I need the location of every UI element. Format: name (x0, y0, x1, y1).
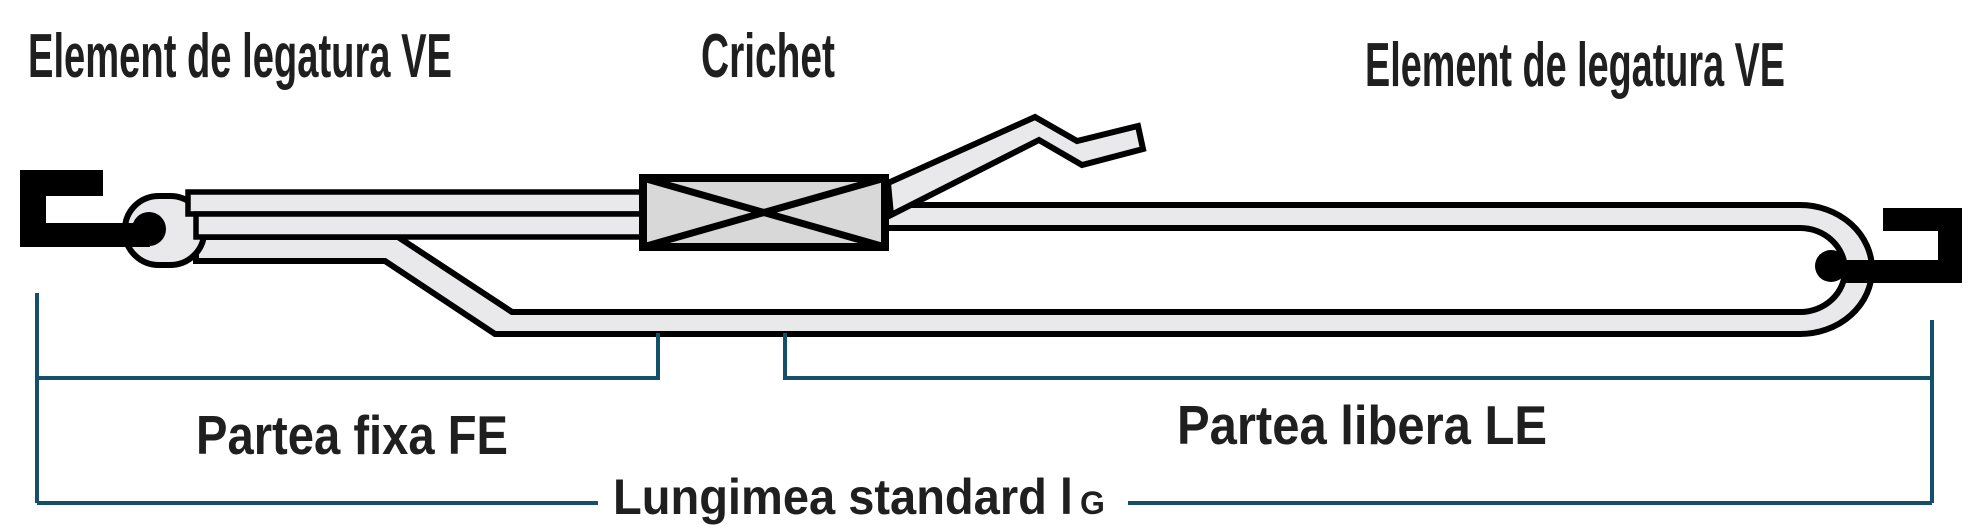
label-crichet: Crichet (701, 22, 835, 91)
right-pin (1815, 250, 1847, 282)
free-part-bracket (783, 333, 1932, 380)
label-lungimea-subscript: G (1080, 485, 1105, 521)
right-hook-icon (1846, 208, 1962, 283)
label-element-left: Element de legatura VE (28, 22, 452, 91)
label-partea-libera: Partea libera LE (1177, 394, 1547, 456)
strap-fixed-layer-top (185, 189, 649, 217)
label-lungimea-standard: Lungimea standard l (613, 469, 1073, 525)
fixed-part-bracket (37, 333, 660, 380)
ratchet-cross-icon (642, 174, 886, 251)
left-hook-icon (20, 170, 150, 247)
ratchet-handle (884, 113, 1147, 220)
strap-free-part (193, 202, 1875, 337)
strap-fixed-layer-bottom (193, 211, 649, 240)
label-element-right: Element de legatura VE (1365, 31, 1785, 100)
label-partea-fixa: Partea fixa FE (196, 404, 508, 466)
